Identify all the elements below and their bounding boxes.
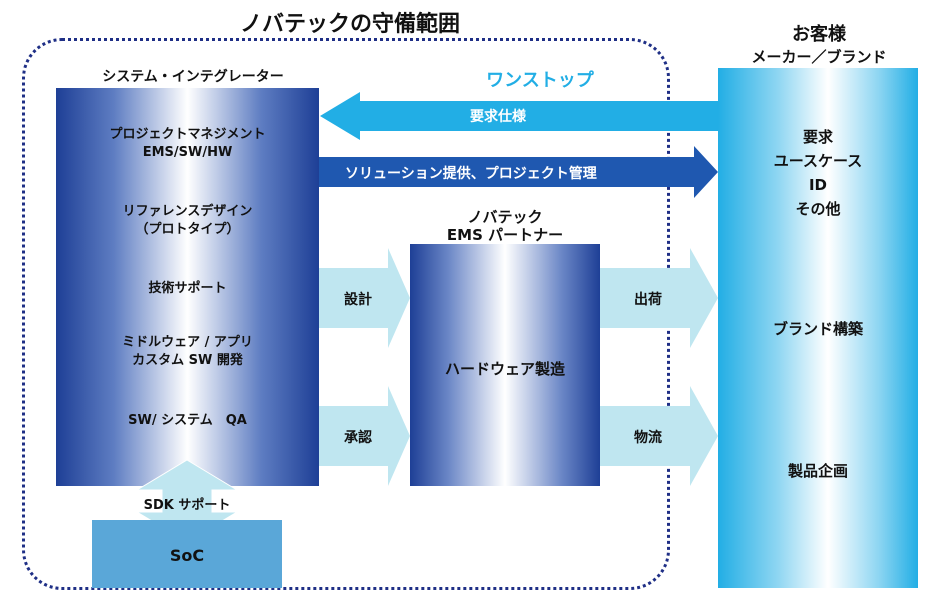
requirements-label: 要求仕様 — [470, 109, 526, 125]
requirements-arrow — [320, 92, 718, 140]
customer-item-usecase: ユースケース — [773, 152, 863, 170]
customer-item-id: ID — [808, 176, 828, 194]
customer-item-planning: 製品企画 — [787, 462, 848, 480]
customer-item-requirement: 要求 — [802, 128, 833, 146]
logistics-label: 物流 — [634, 430, 662, 446]
partner-label: ハードウェア製造 — [444, 360, 565, 378]
si-item-reference-design: リファレンスデザイン （プロトタイプ） — [122, 204, 253, 237]
customer-subtitle: メーカー／ブランド — [751, 48, 887, 66]
customer-box — [718, 68, 918, 588]
soc-box — [92, 520, 282, 588]
solution-label: ソリューション提供、プロジェクト管理 — [345, 166, 597, 182]
design-label: 設計 — [344, 292, 372, 308]
customer-title: お客様 — [792, 24, 846, 45]
approval-label: 承認 — [344, 430, 372, 446]
shipping-arrow — [600, 248, 718, 348]
sdk-support-label: SDK サポート — [143, 498, 231, 513]
logistics-arrow — [600, 386, 718, 486]
partner-title: ノバテック EMS パートナー — [398, 208, 612, 244]
partner-title-line2: EMS パートナー — [446, 226, 564, 244]
partner-box — [410, 244, 600, 486]
solution-arrow — [319, 146, 718, 198]
design-arrow — [319, 248, 410, 348]
scope-title: ノバテックの守備範囲 — [239, 12, 460, 37]
customer-item-brand: ブランド構築 — [772, 320, 863, 338]
customer-item-other: その他 — [795, 200, 841, 218]
si-item-middleware: ミドルウェア / アプリ カスタム SW 開発 — [122, 335, 253, 368]
si-item-project-management: プロジェクトマネジメント EMS/SW/HW — [109, 127, 266, 160]
onestop-title: ワンストップ — [486, 70, 594, 91]
system-integrator-title: システム・インテグレーター — [102, 69, 284, 85]
si-item-tech-support: 技術サポート — [148, 281, 227, 296]
soc-label: SoC — [169, 546, 205, 565]
si-item-qa: SW/ システム QA — [128, 413, 247, 428]
partner-title-line1: ノバテック — [467, 208, 543, 226]
system-integrator-box — [56, 88, 319, 486]
shipping-label: 出荷 — [634, 292, 662, 308]
approval-arrow — [319, 386, 410, 486]
